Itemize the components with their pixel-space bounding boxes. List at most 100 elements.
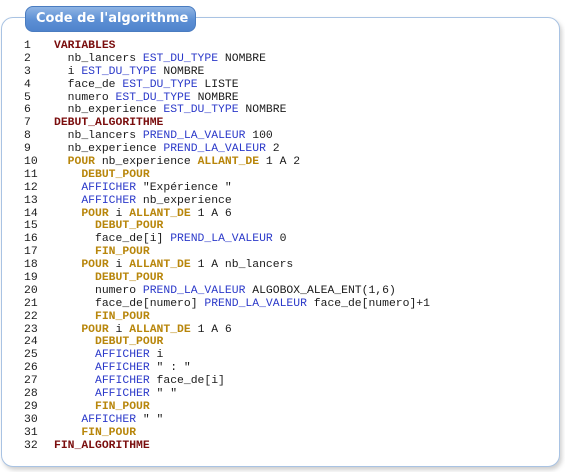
indent: [54, 285, 95, 297]
code-text: face_de[numero] PREND_LA_VALEUR face_de[…: [54, 298, 430, 311]
code-token: nb_experience: [67, 143, 164, 156]
code-text: DEBUT_POUR: [54, 220, 163, 233]
indent: [54, 182, 81, 194]
code-text: DEBUT_ALGORITHME: [54, 117, 163, 130]
code-keyword: AFFICHER: [81, 181, 137, 194]
code-token: face_de[i]: [95, 233, 171, 246]
line-number: 10: [24, 156, 38, 169]
code-keyword: FIN_POUR: [95, 400, 150, 413]
code-text: AFFICHER i: [54, 349, 163, 362]
line-number: 25: [24, 349, 38, 362]
code-keyword: AFFICHER: [95, 375, 150, 388]
line-number: 26: [24, 362, 38, 375]
code-token: " ": [136, 413, 164, 426]
code-line: 21 face_de[numero] PREND_LA_VALEUR face_…: [24, 298, 430, 311]
code-line: 4 face_de EST_DU_TYPE LISTE: [24, 79, 430, 92]
code-token: nb_lancers: [67, 52, 143, 65]
code-line: 14 POUR i ALLANT_DE 1 A 6: [24, 208, 430, 221]
code-keyword: VARIABLES: [54, 40, 116, 52]
code-keyword: DEBUT_POUR: [95, 336, 164, 349]
line-number: 15: [24, 220, 38, 233]
code-token: nb_experience: [95, 156, 198, 169]
indent: [54, 401, 95, 413]
line-number: 22: [24, 310, 38, 323]
line-number: 28: [24, 388, 38, 401]
line-number: 9: [24, 143, 31, 156]
code-keyword: AFFICHER: [81, 413, 137, 426]
code-token: NOMBRE: [218, 52, 266, 65]
code-token: i: [67, 65, 82, 78]
indent: [54, 298, 95, 310]
line-number: 8: [24, 130, 31, 143]
code-keyword: ALLANT_DE: [129, 207, 191, 220]
code-line: 5 numero EST_DU_TYPE NOMBRE: [24, 92, 430, 105]
line-number: 21: [24, 297, 38, 310]
indent: [54, 246, 95, 258]
code-keyword: DEBUT_POUR: [95, 272, 164, 285]
code-text: FIN_ALGORITHME: [54, 440, 150, 453]
code-token: NOMBRE: [156, 65, 205, 78]
code-text: face_de EST_DU_TYPE LISTE: [54, 79, 239, 92]
code-keyword: AFFICHER: [95, 349, 150, 362]
code-keyword: FIN_ALGORITHME: [54, 439, 150, 452]
line-number: 5: [24, 91, 31, 104]
code-line: 17 FIN_POUR: [24, 246, 430, 259]
code-token: face_de[numero]: [95, 297, 205, 310]
code-line: 3 i EST_DU_TYPE NOMBRE: [24, 66, 430, 79]
code-text: POUR i ALLANT_DE 1 A 6: [54, 323, 232, 337]
line-number: 16: [24, 233, 38, 246]
code-keyword: PREND_LA_VALEUR: [142, 284, 246, 297]
code-text: DEBUT_POUR: [54, 168, 150, 182]
code-keyword: PREND_LA_VALEUR: [142, 130, 246, 143]
code-token: "Expérience ": [136, 181, 232, 194]
code-line: 20 numero PREND_LA_VALEUR ALGOBOX_ALEA_E…: [24, 285, 430, 298]
code-line: 6 nb_experience EST_DU_TYPE NOMBRE: [24, 104, 430, 117]
indent: [54, 414, 81, 426]
panel-title-tab: Code de l'algorithme: [25, 6, 196, 32]
code-line: 22 FIN_POUR: [24, 311, 430, 324]
indent: [54, 388, 95, 400]
code-line: 15 DEBUT_POUR: [24, 220, 430, 233]
line-number: 12: [24, 181, 38, 194]
code-keyword: POUR: [67, 156, 96, 169]
code-text: numero PREND_LA_VALEUR ALGOBOX_ALEA_ENT(…: [54, 285, 396, 298]
indent: [54, 79, 68, 91]
line-number: 4: [24, 78, 31, 91]
indent: [54, 259, 81, 271]
indent: [54, 311, 95, 323]
code-line: 2 nb_lancers EST_DU_TYPE NOMBRE: [24, 53, 430, 66]
indent: [54, 427, 81, 439]
code-keyword: EST_DU_TYPE: [81, 65, 157, 78]
code-line: 16 face_de[i] PREND_LA_VALEUR 0: [24, 233, 430, 246]
code-keyword: FIN_POUR: [95, 310, 150, 323]
code-text: FIN_POUR: [54, 401, 150, 414]
indent: [54, 169, 81, 181]
code-keyword: POUR: [81, 207, 109, 220]
code-keyword: ALLANT_DE: [129, 323, 191, 336]
line-number: 29: [24, 400, 38, 413]
indent: [54, 375, 95, 387]
indent: [54, 143, 68, 155]
code-keyword: DEBUT_POUR: [81, 168, 150, 181]
code-token: face_de[numero]+1: [306, 297, 430, 310]
code-token: i: [108, 323, 130, 336]
indent: [54, 336, 95, 348]
line-number: 6: [24, 104, 31, 117]
code-line: 11 DEBUT_POUR: [24, 169, 430, 182]
line-number: 19: [24, 272, 38, 285]
line-number: 17: [24, 246, 38, 259]
code-token: 1 A nb_lancers: [190, 259, 294, 272]
code-token: face_de: [67, 78, 123, 91]
code-keyword: POUR: [81, 323, 109, 336]
code-line: 19 DEBUT_POUR: [24, 272, 430, 285]
code-line: 24 DEBUT_POUR: [24, 336, 430, 349]
code-token: 1 A 6: [190, 323, 232, 336]
code-text: VARIABLES: [54, 40, 116, 53]
code-token: i: [108, 259, 130, 272]
line-number: 23: [24, 323, 38, 336]
line-number: 7: [24, 117, 31, 130]
code-token: " : ": [149, 362, 191, 375]
indent: [54, 66, 68, 78]
